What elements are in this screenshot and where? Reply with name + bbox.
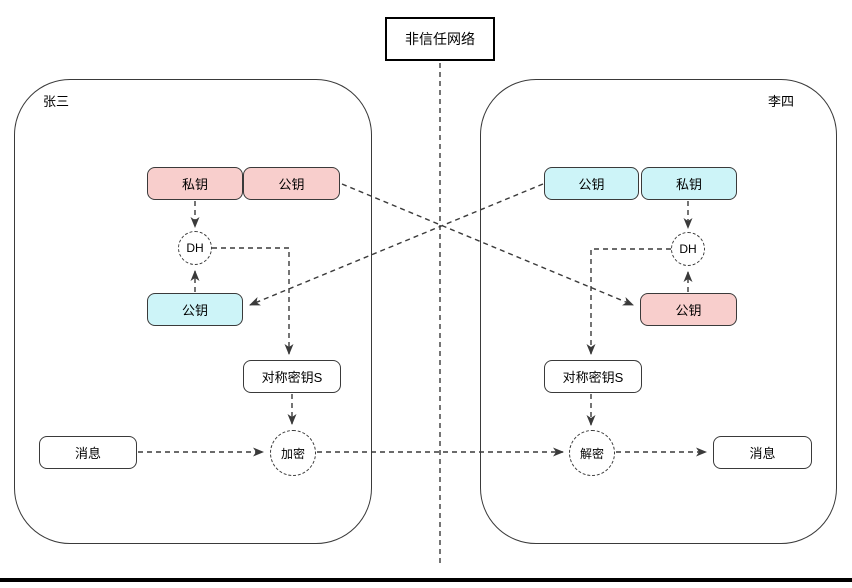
- untrusted-network-box: 非信任网络: [385, 17, 495, 61]
- lisi-dh-circle: DH: [671, 232, 705, 266]
- zhangsan-received-public-key-box: 公钥: [147, 293, 243, 326]
- lisi-message-box: 消息: [713, 436, 812, 469]
- zhangsan-public-key-box: 公钥: [243, 167, 340, 200]
- zhangsan-message-box: 消息: [39, 436, 137, 469]
- lisi-private-key-box: 私钥: [641, 167, 737, 200]
- zhangsan-symmetric-key-box: 对称密钥S: [243, 360, 341, 393]
- lisi-received-public-key-box: 公钥: [640, 293, 737, 326]
- lisi-public-key-box: 公钥: [544, 167, 639, 200]
- encrypt-circle: 加密: [270, 430, 316, 476]
- lisi-label: 李四: [768, 94, 795, 109]
- zhangsan-private-key-box: 私钥: [147, 167, 243, 200]
- zhangsan-label: 张三: [43, 94, 70, 109]
- zhangsan-dh-circle: DH: [178, 231, 212, 265]
- page-bottom-edge: [0, 578, 852, 582]
- lisi-container: [480, 79, 837, 544]
- decrypt-circle: 解密: [569, 430, 615, 476]
- zhangsan-container: [14, 79, 372, 544]
- lisi-symmetric-key-box: 对称密钥S: [544, 360, 642, 393]
